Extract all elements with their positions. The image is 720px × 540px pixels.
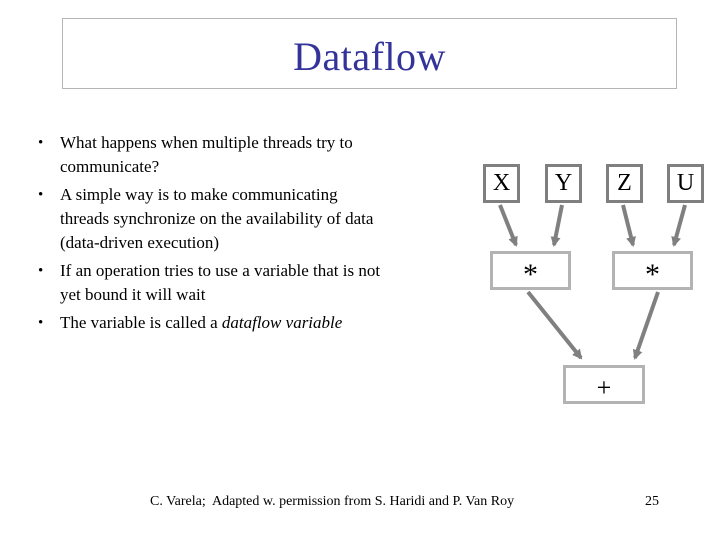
page-number: 25 — [645, 494, 659, 509]
variable-node-z: Z — [606, 164, 643, 203]
arrow-x-to-mult1 — [498, 204, 518, 247]
variable-label: U — [676, 170, 695, 196]
arrow-y-to-mult1 — [550, 204, 564, 247]
bullet-text: The variable is called a dataflow variab… — [60, 311, 450, 335]
title-box: Dataflow — [62, 18, 677, 89]
bullet-text-regular: The variable is called a — [60, 313, 222, 332]
arrow-mult2-to-plus — [632, 291, 660, 360]
bullet-text: If an operation tries to use a variable … — [60, 261, 381, 304]
operator-label: + — [596, 373, 612, 402]
operator-node-multiply-1: * — [490, 251, 571, 290]
bullet-icon: • — [38, 263, 44, 279]
bullet-text-italic: dataflow variable — [221, 313, 343, 332]
bullet-icon: • — [38, 315, 44, 331]
arrow-z-to-mult2 — [621, 204, 636, 247]
operator-label: * — [645, 258, 660, 291]
variable-label: X — [492, 170, 511, 196]
footer-credit: C. Varela; Adapted w. permission from S.… — [150, 494, 515, 509]
bullet-icon: • — [38, 187, 44, 203]
bullet-text: What happens when multiple threads try t… — [60, 133, 353, 176]
list-item: • What happens when multiple threads try… — [38, 131, 450, 179]
arrow-mult1-to-plus — [526, 290, 583, 360]
variable-node-u: U — [667, 164, 704, 203]
variable-node-y: Y — [545, 164, 582, 203]
bullet-icon: • — [38, 135, 44, 151]
operator-label: * — [523, 258, 538, 291]
list-item: • The variable is called a dataflow vari… — [38, 311, 450, 335]
list-item: • A simple way is to make communicating … — [38, 183, 450, 255]
operator-node-multiply-2: * — [612, 251, 693, 290]
slide-title: Dataflow — [293, 34, 446, 79]
arrow-u-to-mult2 — [671, 204, 687, 247]
bullet-list: • What happens when multiple threads try… — [38, 131, 450, 339]
list-item: • If an operation tries to use a variabl… — [38, 259, 450, 307]
bullet-text: A simple way is to make communicating th… — [60, 185, 374, 252]
variable-label: Z — [617, 170, 632, 196]
variable-node-x: X — [483, 164, 520, 203]
variable-label: Y — [554, 170, 573, 196]
operator-node-add: + — [563, 365, 645, 404]
